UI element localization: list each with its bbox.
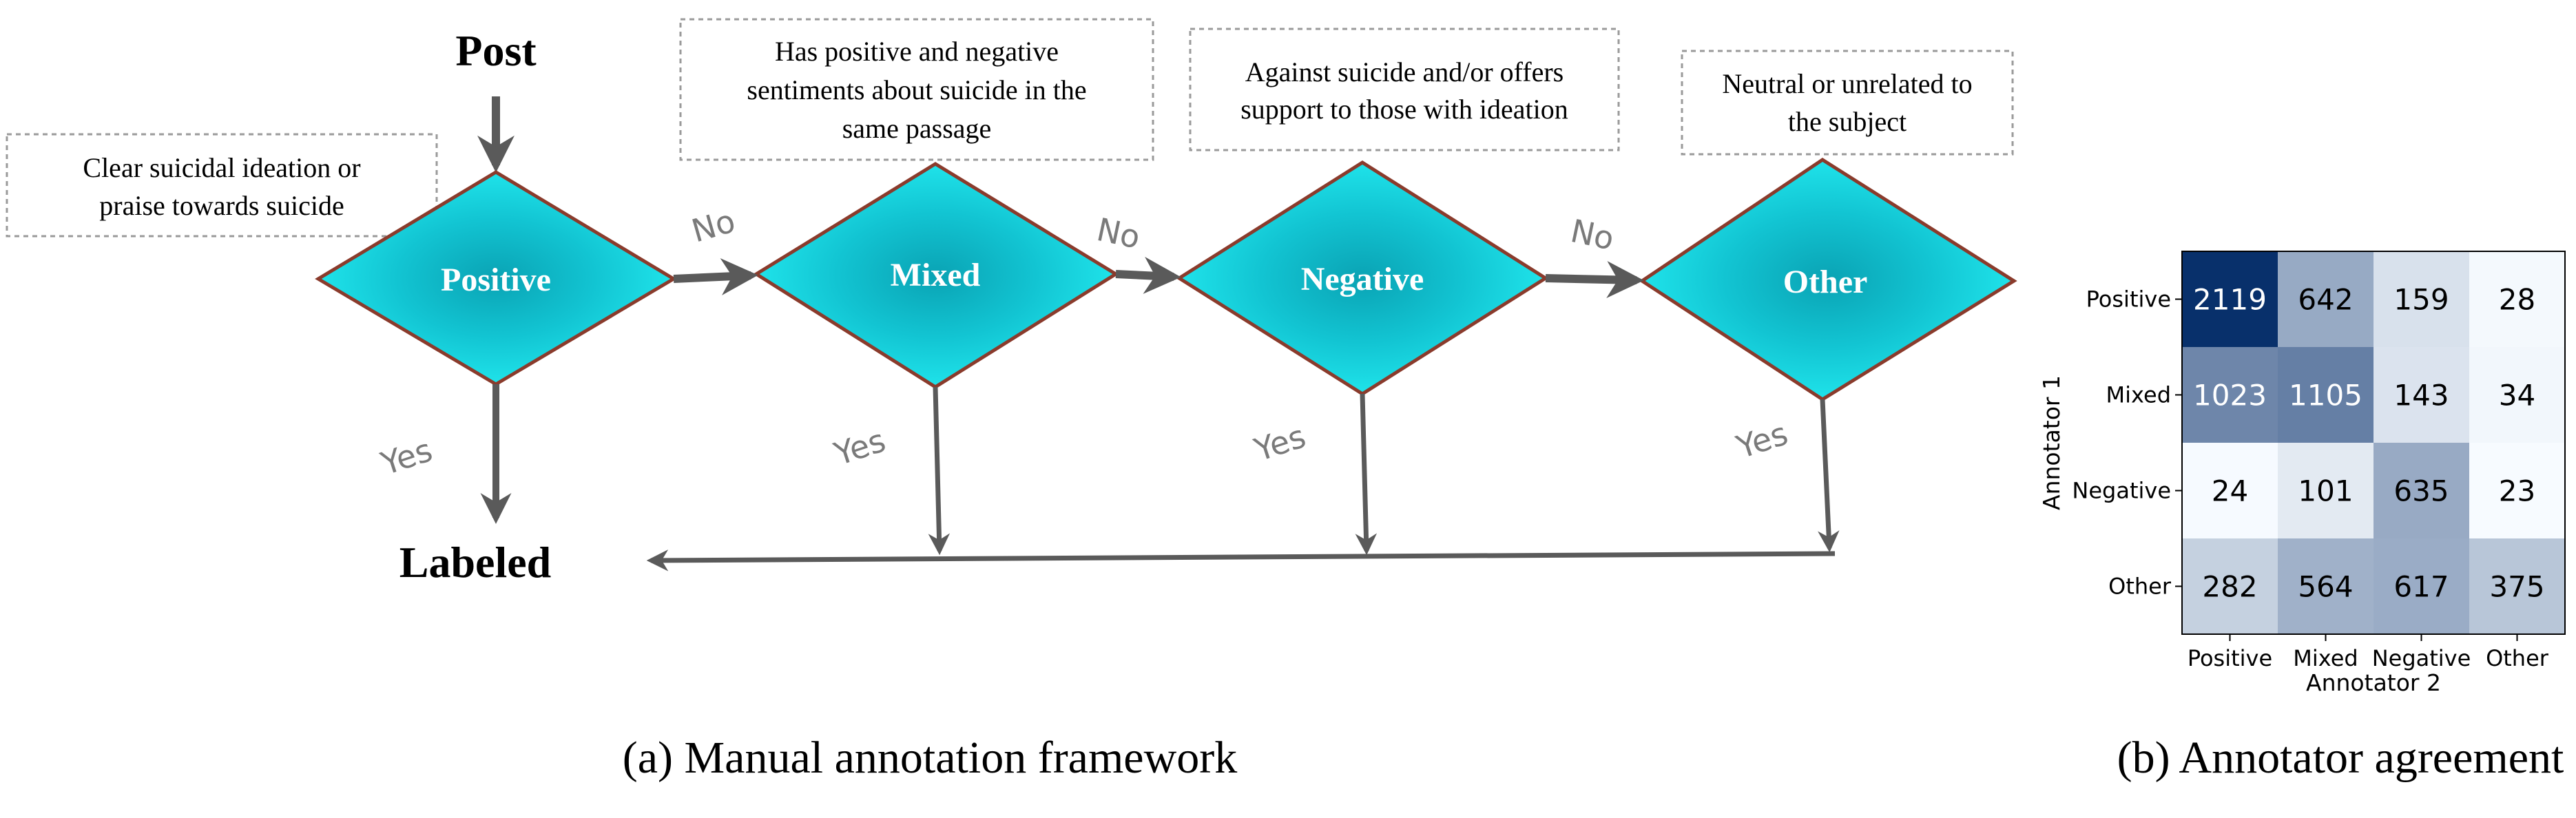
yes-label: Yes [829,421,890,473]
matrix-cell-value: 34 [2499,379,2535,412]
matrix-cell-value: 1023 [2193,379,2267,412]
annotator-agreement-matrix: 2119 642 159 28 1023 1105 143 34 24 101 635 23 282 56… [2038,251,2566,783]
matrix-cell-value: 2119 [2193,283,2267,317]
no-label: No [687,202,739,249]
description-text: Neutral or unrelated to [1722,68,1972,99]
yes-label: Yes [1249,417,1310,469]
matrix-cell [2182,443,2278,538]
row-tick-label: Mixed [2106,382,2171,408]
col-tick-label: Negative [2372,645,2471,671]
col-tick-label: Mixed [2293,645,2358,671]
matrix-cell [2278,347,2374,443]
matrix-caption: (b) Annotator agreement [2117,733,2564,783]
no-arrow-negative-other [1545,261,1644,299]
decision-diamond-other: Other [1639,158,2017,401]
decision-diamond-negative: Negative [1176,160,1549,396]
matrix-cell [2278,251,2374,347]
no-label: No [1094,211,1143,256]
yes-arrow-other [1818,399,1840,553]
matrix-cell [2469,538,2565,634]
decision-label: Other [1783,264,1868,300]
matrix-cell [2182,538,2278,634]
matrix-cell-value: 617 [2393,570,2449,604]
matrix-ylabel: Annotator 1 [2038,375,2065,510]
matrix-cell-value: 1105 [2289,379,2362,412]
row-tick-label: Positive [2086,286,2171,313]
matrix-cell [2278,538,2374,634]
description-text: Has positive and negative [775,36,1059,67]
description-text: Clear suicidal ideation or [83,152,360,183]
labeled-label: Labeled [399,538,551,587]
no-arrow-mixed-negative [1115,256,1181,294]
yes-arrow-negative [1355,393,1378,556]
matrix-cell [2182,347,2278,443]
decision-diamond-mixed: Mixed [753,162,1119,389]
matrix-cell [2182,251,2278,347]
description-box-mixed: Has positive and negative sentiments abo… [679,18,1154,161]
matrix-cell-value: 28 [2499,283,2535,317]
matrix-cell [2469,251,2565,347]
matrix-cell [2469,347,2565,443]
matrix-cell-value: 101 [2298,474,2353,508]
post-label: Post [455,26,537,75]
description-box-negative: Against suicide and/or offers support to… [1189,28,1620,151]
flowchart-caption: (a) Manual annotation framework [623,733,1237,783]
description-box-positive: Clear suicidal ideation or praise toward… [6,133,438,238]
description-text: the subject [1788,106,1907,137]
no-label: No [1568,212,1617,258]
matrix-cell [2469,443,2565,538]
decision-label: Positive [441,262,551,298]
matrix-cell-value: 143 [2393,379,2449,412]
matrix-cell-value: 564 [2298,570,2353,604]
merge-arrow-to-labeled [646,549,1836,571]
description-text: Against suicide and/or offers [1245,56,1564,87]
description-text: same passage [842,113,992,144]
matrix-cell [2374,251,2469,347]
matrix-cell [2374,443,2469,538]
description-text: support to those with ideation [1240,94,1568,125]
matrix-cell-value: 23 [2499,474,2535,508]
col-tick-label: Other [2486,645,2549,671]
matrix-xlabel: Annotator 2 [2306,669,2441,696]
yes-label: Yes [1732,415,1792,466]
matrix-cell-value: 159 [2393,283,2449,317]
matrix-cell [2374,538,2469,634]
no-arrow-positive-mixed [673,258,758,295]
yes-label: Yes [376,431,437,483]
matrix-cell-value: 375 [2489,570,2544,604]
description-text: praise towards suicide [99,190,344,221]
matrix-cell [2374,347,2469,443]
decision-label: Negative [1301,261,1424,297]
matrix-cell-value: 24 [2212,474,2248,508]
description-text: sentiments about suicide in the [747,74,1086,105]
description-box-other: Neutral or unrelated to the subject [1681,50,2014,156]
matrix-cells: 2119 642 159 28 1023 1105 143 34 24 101 635 23 282 56… [2182,251,2565,634]
matrix-cell [2278,443,2374,538]
matrix-cell-value: 635 [2393,474,2449,508]
row-tick-label: Negative [2072,478,2171,504]
matrix-cell-value: 282 [2202,570,2257,604]
row-tick-label: Other [2108,574,2172,600]
col-tick-label: Positive [2188,645,2272,671]
annotation-flowchart: Post Clear suicidal ideation or praise t… [6,18,2017,783]
decision-label: Mixed [891,257,981,293]
matrix-cell-value: 642 [2298,283,2353,317]
yes-arrow-mixed [928,386,951,556]
matrix-frame [2181,251,2566,635]
